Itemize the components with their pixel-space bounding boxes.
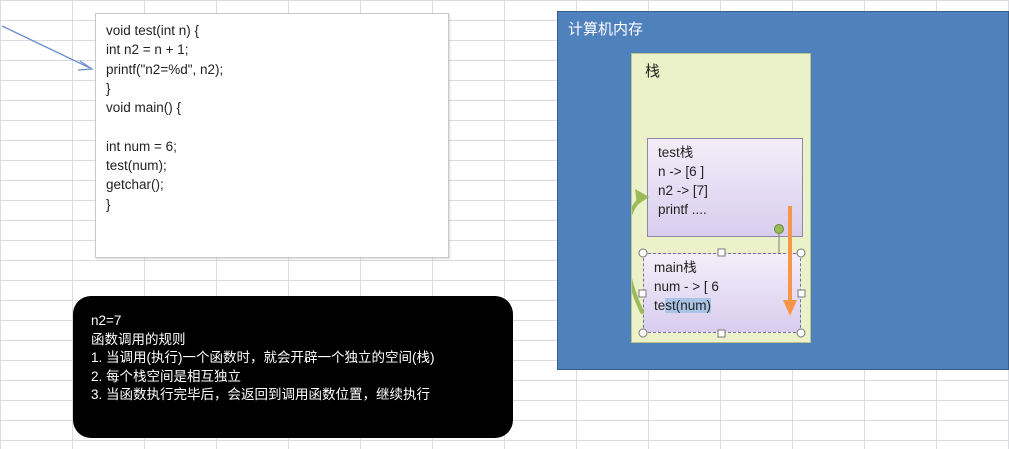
- frame-line: n2 -> [7]: [658, 183, 708, 198]
- code-line: getchar();: [106, 177, 164, 193]
- code-line: void main() {: [106, 100, 182, 116]
- rules-callout: n2=7 函数调用的规则 1. 当调用(执行)一个函数时，就会开辟一个独立的空间…: [73, 296, 513, 438]
- stack-box: 栈 test栈 n -> [6 ] n2 -> [7] printf .... …: [631, 53, 811, 343]
- rule-item: 1. 当调用(执行)一个函数时，就会开辟一个独立的空间(栈): [91, 350, 435, 365]
- computer-memory-box: 计算机内存 栈 test栈 n -> [6 ] n2 -> [7] printf…: [557, 11, 1009, 370]
- frame-line: test栈: [658, 145, 694, 160]
- frame-line: main栈: [654, 260, 697, 275]
- rule-item: 3. 当函数执行完毕后，会返回到调用函数位置，继续执行: [91, 387, 431, 402]
- rules-heading: 函数调用的规则: [91, 331, 186, 347]
- code-line: }: [106, 80, 111, 96]
- code-line: [106, 117, 438, 136]
- rules-output-line: n2=7: [91, 313, 122, 328]
- code-line: int n2 = n + 1;: [106, 42, 189, 58]
- rule-item: 2. 每个栈空间是相互独立: [91, 368, 242, 384]
- code-snippet: void test(int n) { int n2 = n + 1; print…: [95, 13, 449, 258]
- return-curved-arrow: [632, 196, 644, 314]
- code-line: void test(int n) {: [106, 23, 200, 38]
- frame-line: num - > [ 6: [654, 279, 719, 294]
- code-line: printf("n2=%d", n2);: [106, 61, 224, 77]
- stack-title: 栈: [645, 63, 661, 80]
- frame-line: test(num): [654, 296, 790, 315]
- call-text-highlight: st(num): [665, 298, 712, 313]
- code-line: test(num);: [106, 158, 167, 174]
- main-stack-frame[interactable]: main栈 num - > [ 6 test(num): [643, 253, 801, 333]
- frame-line: n -> [6 ]: [658, 164, 705, 179]
- code-line: int num = 6;: [106, 138, 177, 154]
- memory-title: 计算机内存: [568, 21, 644, 38]
- call-text: te: [654, 298, 666, 313]
- code-line: }: [106, 196, 111, 212]
- frame-line: printf ....: [658, 202, 707, 217]
- test-stack-frame: test栈 n -> [6 ] n2 -> [7] printf ....: [647, 138, 803, 237]
